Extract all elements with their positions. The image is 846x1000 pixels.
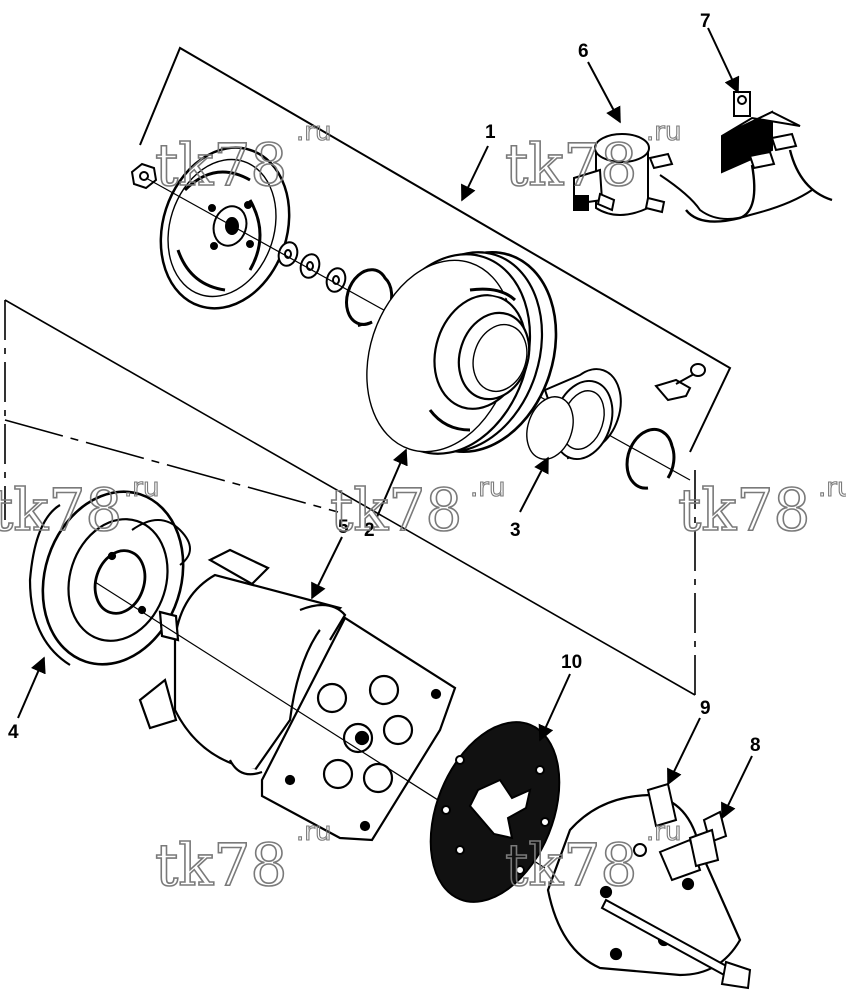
group-bracket-lower: [4, 299, 696, 696]
watermark-suffix: .ru: [296, 817, 331, 847]
callout-labels: 1 2 3 4 5 6 7 8 9 10: [8, 11, 761, 756]
compressor-body: [138, 548, 347, 776]
callout-9: 9: [700, 698, 711, 719]
discharge-fitting: [688, 810, 728, 868]
clutch-hub-plate: [159, 146, 291, 310]
callout-7: 7: [700, 11, 711, 32]
callout-5: 5: [338, 517, 349, 538]
callout-2: 2: [364, 520, 375, 541]
relay-solenoid: [573, 133, 813, 220]
hub-nut: [130, 162, 158, 190]
bearing: [526, 368, 622, 461]
through-bolt: [600, 898, 752, 990]
watermarks: tk78 .ru tk78 .ru tk78 .ru tk78 .ru tk78…: [0, 116, 846, 899]
callout-8: 8: [750, 735, 761, 756]
watermark-main: tk78: [505, 831, 637, 899]
watermark-suffix: .ru: [646, 117, 681, 147]
watermark-suffix: .ru: [124, 473, 159, 503]
valve-plate: [429, 721, 561, 903]
callout-10: 10: [561, 652, 582, 673]
watermark-main: tk78: [0, 476, 122, 544]
suction-fitting: [633, 782, 702, 882]
callout-1: 1: [485, 122, 496, 143]
pulley: [366, 250, 558, 455]
watermark-main: tk78: [155, 831, 287, 899]
watermark-suffix: .ru: [470, 473, 505, 503]
diode-block: [685, 91, 833, 223]
snap-ring-rear: [625, 428, 676, 490]
clutch-coil: [28, 490, 191, 666]
callout-6: 6: [578, 41, 589, 62]
watermark-main: tk78: [678, 476, 810, 544]
compressor-front-head: [260, 616, 457, 842]
watermark-suffix: .ru: [296, 117, 331, 147]
shim-washers: [277, 241, 347, 293]
callout-leaders: [17, 27, 753, 820]
callout-3: 3: [510, 520, 521, 541]
callout-4: 4: [8, 722, 19, 743]
watermark-main: tk78: [505, 131, 637, 199]
screw-and-clip: [654, 363, 706, 402]
group-bracket-1: [139, 46, 732, 453]
watermark-main: tk78: [155, 131, 287, 199]
watermark-suffix: .ru: [646, 817, 681, 847]
watermark-main: tk78: [330, 476, 462, 544]
watermark-suffix: .ru: [818, 473, 846, 503]
